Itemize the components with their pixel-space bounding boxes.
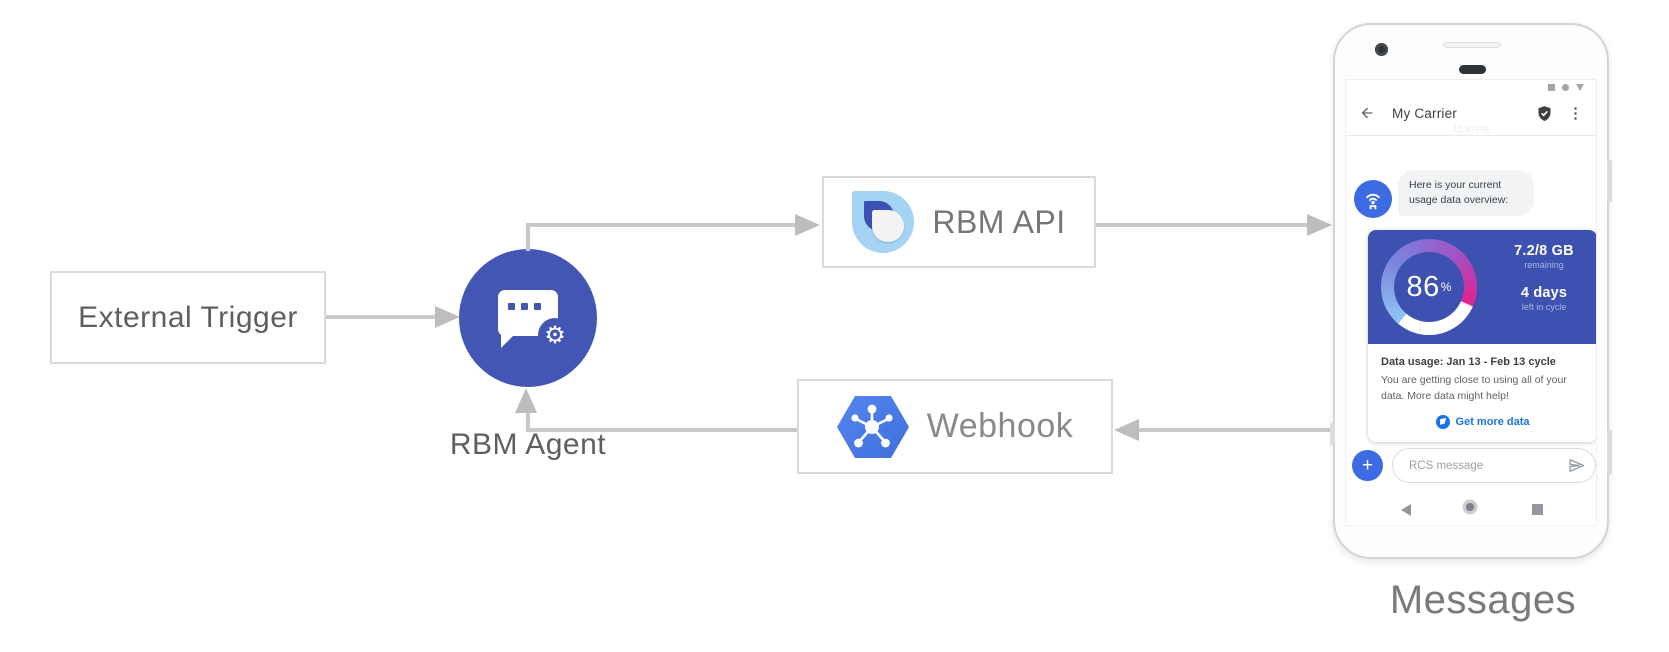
arrowhead-agent-api [795, 214, 820, 236]
line-webhook-agent-up [526, 411, 530, 432]
arrow-line-trigger-agent [326, 315, 436, 319]
status-square-icon [1548, 84, 1555, 91]
nav-back-button[interactable] [1401, 504, 1411, 516]
rbm-api-logo-icon [852, 191, 915, 253]
usage-card-body: Data usage: Jan 13 - Feb 13 cycle You ar… [1368, 344, 1596, 442]
chat-dots-icon [508, 303, 541, 310]
carrier-antenna-icon [1366, 193, 1380, 210]
send-icon[interactable] [1568, 457, 1585, 474]
verified-shield-icon [1538, 105, 1551, 121]
status-circle-icon [1562, 84, 1569, 91]
line-phone-webhook [1139, 428, 1333, 432]
conversation-header: My Carrier ⋮ [1359, 98, 1583, 128]
usage-summary: 7.2/8 GB remaining 4 days left in cycle [1499, 243, 1589, 312]
agent-avatar [1354, 180, 1392, 218]
power-button [1607, 160, 1612, 202]
gear-icon: ⚙ [538, 318, 572, 352]
webhook-hexagon-icon [836, 395, 909, 458]
usage-card-text: You are getting close to using all of yo… [1381, 374, 1567, 402]
data-remaining-value: 7.2/8 GB [1514, 243, 1574, 259]
front-camera [1375, 43, 1388, 56]
days-label: left in cycle [1521, 302, 1567, 312]
rcs-message-input[interactable] [1407, 458, 1568, 473]
line-agent-up [526, 225, 530, 251]
get-more-data-action[interactable]: Get more data [1381, 414, 1584, 429]
external-trigger-box: External Trigger [50, 271, 326, 364]
conversation-title: My Carrier [1392, 105, 1457, 121]
nav-home-button[interactable] [1466, 503, 1474, 511]
rbm-agent-label: RBM Agent [449, 428, 607, 461]
arrowhead-phone-webhook [1114, 419, 1139, 441]
webhook-box: Webhook [797, 379, 1113, 474]
days-value: 4 days [1520, 285, 1568, 301]
usage-rich-card: 86% 7.2/8 GB remaining 4 days left in cy… [1368, 230, 1596, 442]
speaker-grille [1443, 42, 1501, 48]
line-api-phone [1096, 223, 1308, 227]
arrowhead-webhook-agent [515, 388, 537, 413]
compose-bar [1392, 448, 1596, 483]
webhook-label: Webhook [926, 407, 1074, 445]
get-more-data-label: Get more data [1455, 415, 1530, 428]
volume-button [1607, 430, 1612, 475]
chat-bubble-icon: ⚙ [498, 290, 572, 352]
overflow-menu-icon[interactable]: ⋮ [1568, 105, 1583, 122]
header-divider [1346, 135, 1596, 136]
arrowhead-api-phone [1307, 214, 1332, 236]
usage-card-header: 86% 7.2/8 GB remaining 4 days left in cy… [1368, 230, 1596, 344]
rbm-agent-node: ⚙ [459, 249, 597, 387]
faint-timestamp: 12:30 PM [1452, 124, 1490, 134]
line-agent-api [526, 223, 796, 227]
line-webhook-agent [528, 428, 797, 432]
nav-recents-button[interactable] [1532, 504, 1543, 515]
attach-plus-button[interactable]: + [1352, 450, 1383, 481]
arrowhead-trigger-agent [435, 306, 460, 328]
gauge-percent-value: 86 [1406, 270, 1440, 303]
status-signal-icon [1576, 84, 1584, 91]
messages-caption: Messages [1389, 578, 1577, 622]
earpiece [1459, 65, 1486, 74]
sim-tray [1330, 423, 1335, 445]
agent-message-bubble: Here is your current usage data overview… [1398, 170, 1534, 217]
rbm-api-box: RBM API [822, 176, 1096, 268]
get-more-data-icon [1435, 414, 1450, 429]
status-bar [1548, 84, 1584, 91]
rbm-api-label: RBM API [932, 203, 1066, 240]
usage-gauge: 86% [1381, 239, 1477, 335]
gauge-percent-sign: % [1440, 280, 1452, 294]
phone-screen: My Carrier ⋮ 12:30 PM Here is your curre [1345, 79, 1597, 526]
usage-card-title: Data usage: Jan 13 - Feb 13 cycle [1381, 356, 1556, 368]
data-remaining-label: remaining [1524, 260, 1564, 270]
back-arrow-icon[interactable] [1359, 105, 1375, 121]
external-trigger-label: External Trigger [78, 300, 298, 334]
phone-mockup: My Carrier ⋮ 12:30 PM Here is your curre [1330, 23, 1612, 559]
